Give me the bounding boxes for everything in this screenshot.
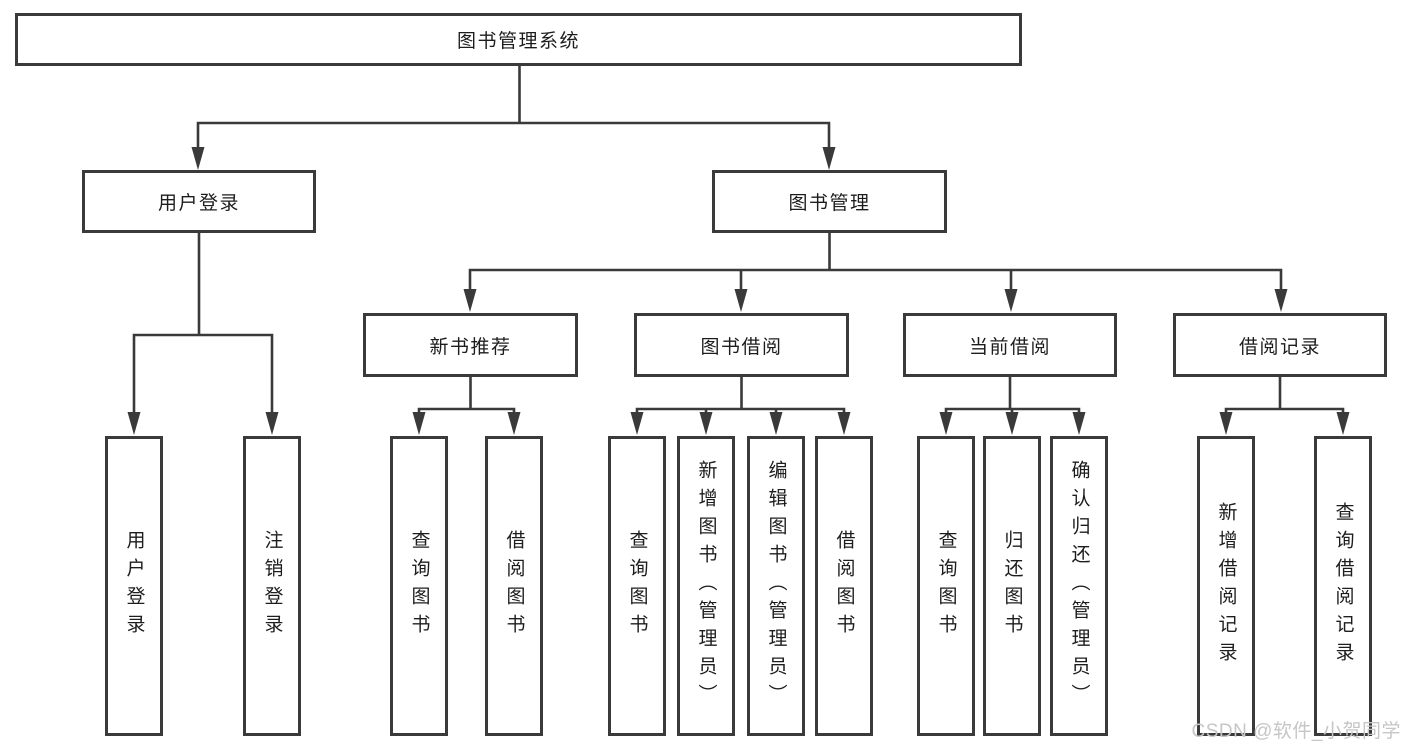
leaf-user-login: 用户登录 <box>105 436 163 736</box>
node-root-label: 图书管理系统 <box>456 31 580 52</box>
connector-new-book-recommend <box>417 377 516 414</box>
node-new-book-recommend-label: 新书推荐 <box>429 336 512 358</box>
leaf-borrow-edit-books-admin: 编辑图书（管理员） <box>747 436 805 736</box>
connector-user-login <box>132 233 274 414</box>
arrow-down-icon <box>734 289 748 312</box>
node-current-borrow: 当前借阅 <box>903 313 1117 377</box>
leaf-records-add-record-label: 新增借阅记录 <box>1215 502 1237 670</box>
arrow-down-icon <box>1072 412 1086 435</box>
arrow-down-icon <box>1005 412 1019 435</box>
arrow-down-icon <box>463 289 477 312</box>
node-user-login-label: 用户登录 <box>157 193 240 214</box>
arrow-down-icon <box>1274 289 1288 312</box>
arrow-down-icon <box>191 147 205 170</box>
arrow-down-icon <box>127 412 141 435</box>
arrow-down-icon <box>939 412 953 435</box>
arrow-down-icon <box>837 412 851 435</box>
leaf-borrow-add-books-admin-label: 新增图书（管理员） <box>695 460 717 712</box>
leaf-borrow-query-books: 查询图书 <box>608 436 666 736</box>
arrow-down-icon <box>1219 412 1233 435</box>
leaf-new-query-books-label: 查询图书 <box>408 530 430 642</box>
node-current-borrow-label: 当前借阅 <box>968 336 1051 358</box>
node-book-management-label: 图书管理 <box>788 193 871 214</box>
node-user-login: 用户登录 <box>82 170 316 233</box>
arrow-down-icon <box>630 412 644 435</box>
leaf-current-query-books: 查询图书 <box>917 436 975 736</box>
node-book-management: 图书管理 <box>712 170 947 233</box>
leaf-user-login-label: 用户登录 <box>123 530 145 642</box>
arrow-down-icon <box>1336 412 1350 435</box>
arrow-down-icon <box>822 147 836 170</box>
leaf-borrow-query-books-label: 查询图书 <box>626 530 648 642</box>
arrow-down-icon <box>507 412 521 435</box>
leaf-current-confirm-return-admin-label: 确认归还（管理员） <box>1068 460 1090 712</box>
arrow-down-icon <box>265 412 279 435</box>
arrow-down-icon <box>699 412 713 435</box>
leaf-current-query-books-label: 查询图书 <box>935 530 957 642</box>
leaf-logout-label: 注销登录 <box>261 530 283 642</box>
leaf-logout: 注销登录 <box>243 436 301 736</box>
leaf-records-query-record: 查询借阅记录 <box>1314 436 1372 736</box>
leaf-current-return-books: 归还图书 <box>983 436 1041 736</box>
arrowheads <box>127 147 1350 435</box>
node-new-book-recommend: 新书推荐 <box>363 313 578 377</box>
leaf-new-query-books: 查询图书 <box>390 436 448 736</box>
connector-borrow-records <box>1224 377 1345 414</box>
leaf-borrow-edit-books-admin-label: 编辑图书（管理员） <box>765 460 787 712</box>
node-borrow-records: 借阅记录 <box>1173 313 1387 377</box>
leaf-records-query-record-label: 查询借阅记录 <box>1332 502 1354 670</box>
arrow-down-icon <box>1004 289 1018 312</box>
connector-book-borrow <box>635 377 846 414</box>
arrow-down-icon <box>769 412 783 435</box>
leaf-records-add-record: 新增借阅记录 <box>1197 436 1255 736</box>
leaf-borrow-borrow-books: 借阅图书 <box>815 436 873 736</box>
leaf-borrow-add-books-admin: 新增图书（管理员） <box>677 436 735 736</box>
node-borrow-records-label: 借阅记录 <box>1238 336 1321 358</box>
leaf-new-borrow-books-label: 借阅图书 <box>503 530 525 642</box>
leaf-current-confirm-return-admin: 确认归还（管理员） <box>1050 436 1108 736</box>
leaf-new-borrow-books: 借阅图书 <box>485 436 543 736</box>
connector-book-management <box>468 233 1283 292</box>
leaf-current-return-books-label: 归还图书 <box>1001 530 1023 642</box>
csdn-watermark: CSDN @软件_小贺同学 <box>1191 721 1401 742</box>
connector-current-borrow <box>944 377 1081 414</box>
arrow-down-icon <box>412 412 426 435</box>
node-root-system: 图书管理系统 <box>15 13 1022 66</box>
node-book-borrow-label: 图书借阅 <box>700 336 783 358</box>
leaf-borrow-borrow-books-label: 借阅图书 <box>833 530 855 642</box>
connector-root <box>196 66 831 150</box>
node-book-borrow: 图书借阅 <box>634 313 849 377</box>
